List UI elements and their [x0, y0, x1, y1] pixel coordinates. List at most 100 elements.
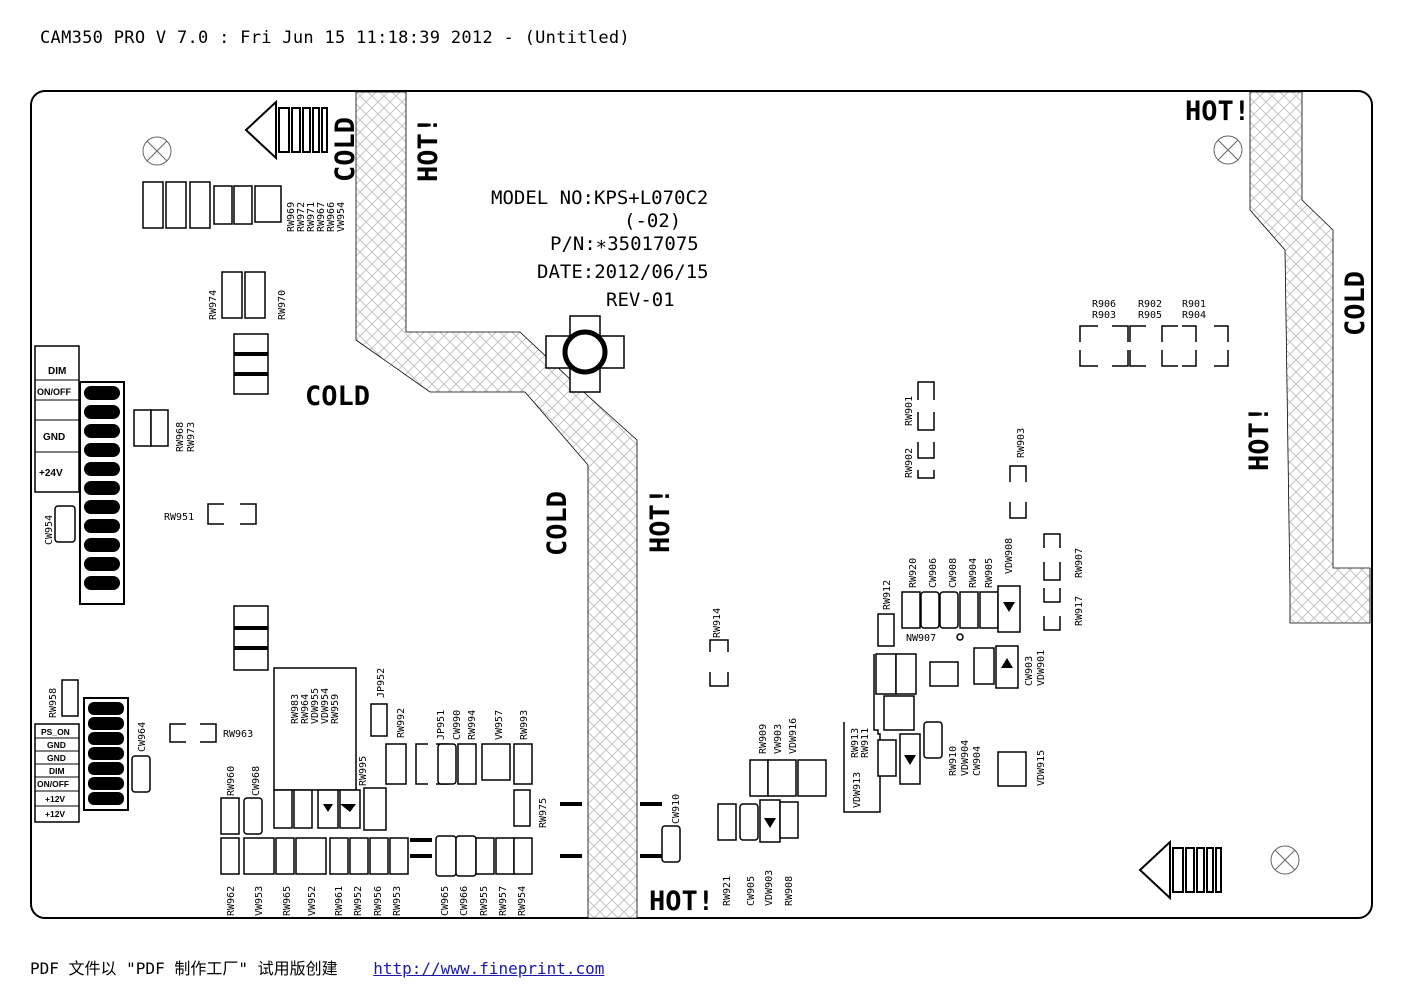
connector-bottom-labels: PS_ON GND GND DIM ON/OFF +12V +12V — [34, 723, 80, 823]
ref-labels-r90x: R906 R903 R902 R905 R901 R904 — [1092, 299, 1206, 321]
svg-text:RW972: RW972 — [296, 202, 307, 232]
direction-arrow-bottom-right — [1138, 839, 1222, 901]
svg-text:RW968: RW968 — [175, 422, 186, 452]
svg-text:VW903: VW903 — [773, 724, 784, 754]
svg-text:VW953: VW953 — [254, 886, 265, 916]
svg-text:R904: R904 — [1182, 310, 1206, 321]
mounting-hole-bottom-right — [1270, 845, 1300, 875]
ref-rw970: RW970 — [277, 290, 288, 320]
svg-text:RW917: RW917 — [1074, 596, 1085, 626]
svg-text:RW964: RW964 — [300, 694, 311, 724]
footer-link[interactable]: http://www.fineprint.com — [373, 959, 605, 978]
svg-text:CW910: CW910 — [671, 794, 682, 824]
svg-text:CW990: CW990 — [452, 710, 463, 740]
ref-rw974: RW974 — [208, 290, 219, 320]
hot-label: HOT! — [413, 117, 444, 182]
svg-text:RW910: RW910 — [948, 746, 959, 776]
svg-text:VDW901: VDW901 — [1036, 650, 1047, 686]
svg-text:RW913: RW913 — [850, 728, 861, 758]
svg-text:+24V: +24V — [39, 468, 63, 479]
svg-text:VW954: VW954 — [336, 202, 347, 232]
connector-top-pins — [79, 381, 125, 605]
svg-text:RW954: RW954 — [517, 886, 528, 916]
ref-labels-909: RW909 VW903 VDW916 — [758, 718, 799, 754]
svg-text:R903: R903 — [1092, 310, 1116, 321]
svg-text:VDW913: VDW913 — [852, 772, 863, 808]
cold-label: COLD — [330, 117, 361, 182]
footer-text: PDF 文件以 "PDF 制作工厂" 试用版创建 — [30, 959, 338, 978]
svg-text:RW969: RW969 — [286, 202, 297, 232]
svg-text:RW961: RW961 — [334, 886, 345, 916]
svg-text:RW995: RW995 — [358, 756, 369, 786]
ref-labels-top-left: RW969 RW972 RW971 RW967 RW966 VW954 — [286, 202, 347, 232]
svg-text:R902: R902 — [1138, 299, 1162, 310]
svg-text:RW912: RW912 — [882, 580, 893, 610]
svg-text:RW903: RW903 — [1016, 428, 1027, 458]
connector-bottom-pins — [83, 697, 129, 811]
svg-text:RW957: RW957 — [498, 886, 509, 916]
hot-label: HOT! — [1244, 406, 1275, 471]
svg-text:DIM: DIM — [48, 366, 66, 377]
svg-text:RW960: RW960 — [226, 766, 237, 796]
svg-text:RW921: RW921 — [722, 876, 733, 906]
ref-labels-block-983: RW983 RW964 VDW955 VDW954 RW959 — [290, 688, 341, 724]
hot-label: HOT! — [649, 886, 714, 917]
svg-text:VW957: VW957 — [494, 710, 505, 740]
hot-label: HOT! — [645, 488, 676, 553]
svg-text:JP952: JP952 — [376, 668, 387, 698]
svg-text:R901: R901 — [1182, 299, 1206, 310]
pad-row-bottom-left — [220, 835, 533, 877]
svg-text:RW914: RW914 — [712, 608, 723, 638]
pad-group-rw974 — [221, 271, 269, 395]
svg-text:+12V: +12V — [45, 809, 65, 819]
svg-text:RW966: RW966 — [326, 202, 337, 232]
svg-text:GND: GND — [47, 740, 66, 750]
svg-text:RW909: RW909 — [758, 724, 769, 754]
svg-text:CW954: CW954 — [44, 515, 55, 545]
ref-labels-920: RW920 CW906 CW908 RW904 RW905 VDW908 — [908, 538, 1015, 588]
svg-text:R905: R905 — [1138, 310, 1162, 321]
ref-rw951: RW951 — [164, 512, 194, 523]
svg-text:VDW955: VDW955 — [310, 688, 321, 724]
ref-labels-921: RW921 CW905 VDW903 RW908 — [722, 870, 795, 906]
pdf-footer: PDF 文件以 "PDF 制作工厂" 试用版创建 http://www.fine… — [30, 955, 604, 979]
svg-text:VW952: VW952 — [307, 886, 318, 916]
svg-text:RW967: RW967 — [316, 202, 327, 232]
svg-text:RW992: RW992 — [396, 708, 407, 738]
svg-text:CW968: CW968 — [251, 766, 262, 796]
svg-text:RW907: RW907 — [1074, 548, 1085, 578]
svg-text:RW965: RW965 — [282, 886, 293, 916]
svg-text:RW955: RW955 — [479, 886, 490, 916]
isolation-zone-left — [355, 91, 638, 919]
svg-text:RW904: RW904 — [968, 558, 979, 588]
svg-text:GND: GND — [47, 753, 66, 763]
date-code: DATE:2012/06/15 — [537, 261, 709, 283]
hot-label: HOT! — [1185, 96, 1250, 127]
svg-text:ON/OFF: ON/OFF — [37, 387, 71, 397]
svg-text:VDW916: VDW916 — [788, 718, 799, 754]
cold-label: COLD — [305, 381, 370, 412]
model-number: MODEL NO:KPS+L070C2 — [491, 187, 708, 209]
svg-text:NW907: NW907 — [906, 633, 936, 644]
svg-text:CW906: CW906 — [928, 558, 939, 588]
window-title: CAM350 PRO V 7.0 : Fri Jun 15 11:18:39 2… — [40, 28, 630, 48]
svg-text:RW953: RW953 — [392, 886, 403, 916]
mounting-hole-top-left — [142, 136, 172, 166]
svg-text:R906: R906 — [1092, 299, 1116, 310]
svg-text:RW908: RW908 — [784, 876, 795, 906]
svg-text:VDW908: VDW908 — [1004, 538, 1015, 574]
ref-labels-bottom-row: RW962 VW953 RW965 VW952 RW961 RW952 RW95… — [226, 886, 528, 916]
svg-text:CW965: CW965 — [440, 886, 451, 916]
svg-text:RW983: RW983 — [290, 694, 301, 724]
svg-text:RW962: RW962 — [226, 886, 237, 916]
svg-text:CW966: CW966 — [459, 886, 470, 916]
svg-text:CW903: CW903 — [1024, 656, 1035, 686]
pad-rw968 — [133, 409, 169, 447]
svg-text:VDW954: VDW954 — [320, 688, 331, 724]
svg-text:RW975: RW975 — [538, 798, 549, 828]
svg-text:VDW915: VDW915 — [1036, 750, 1047, 786]
revision: REV-01 — [606, 289, 675, 311]
mounting-hole-top-right — [1213, 135, 1243, 165]
direction-arrow-top-left — [244, 99, 328, 161]
